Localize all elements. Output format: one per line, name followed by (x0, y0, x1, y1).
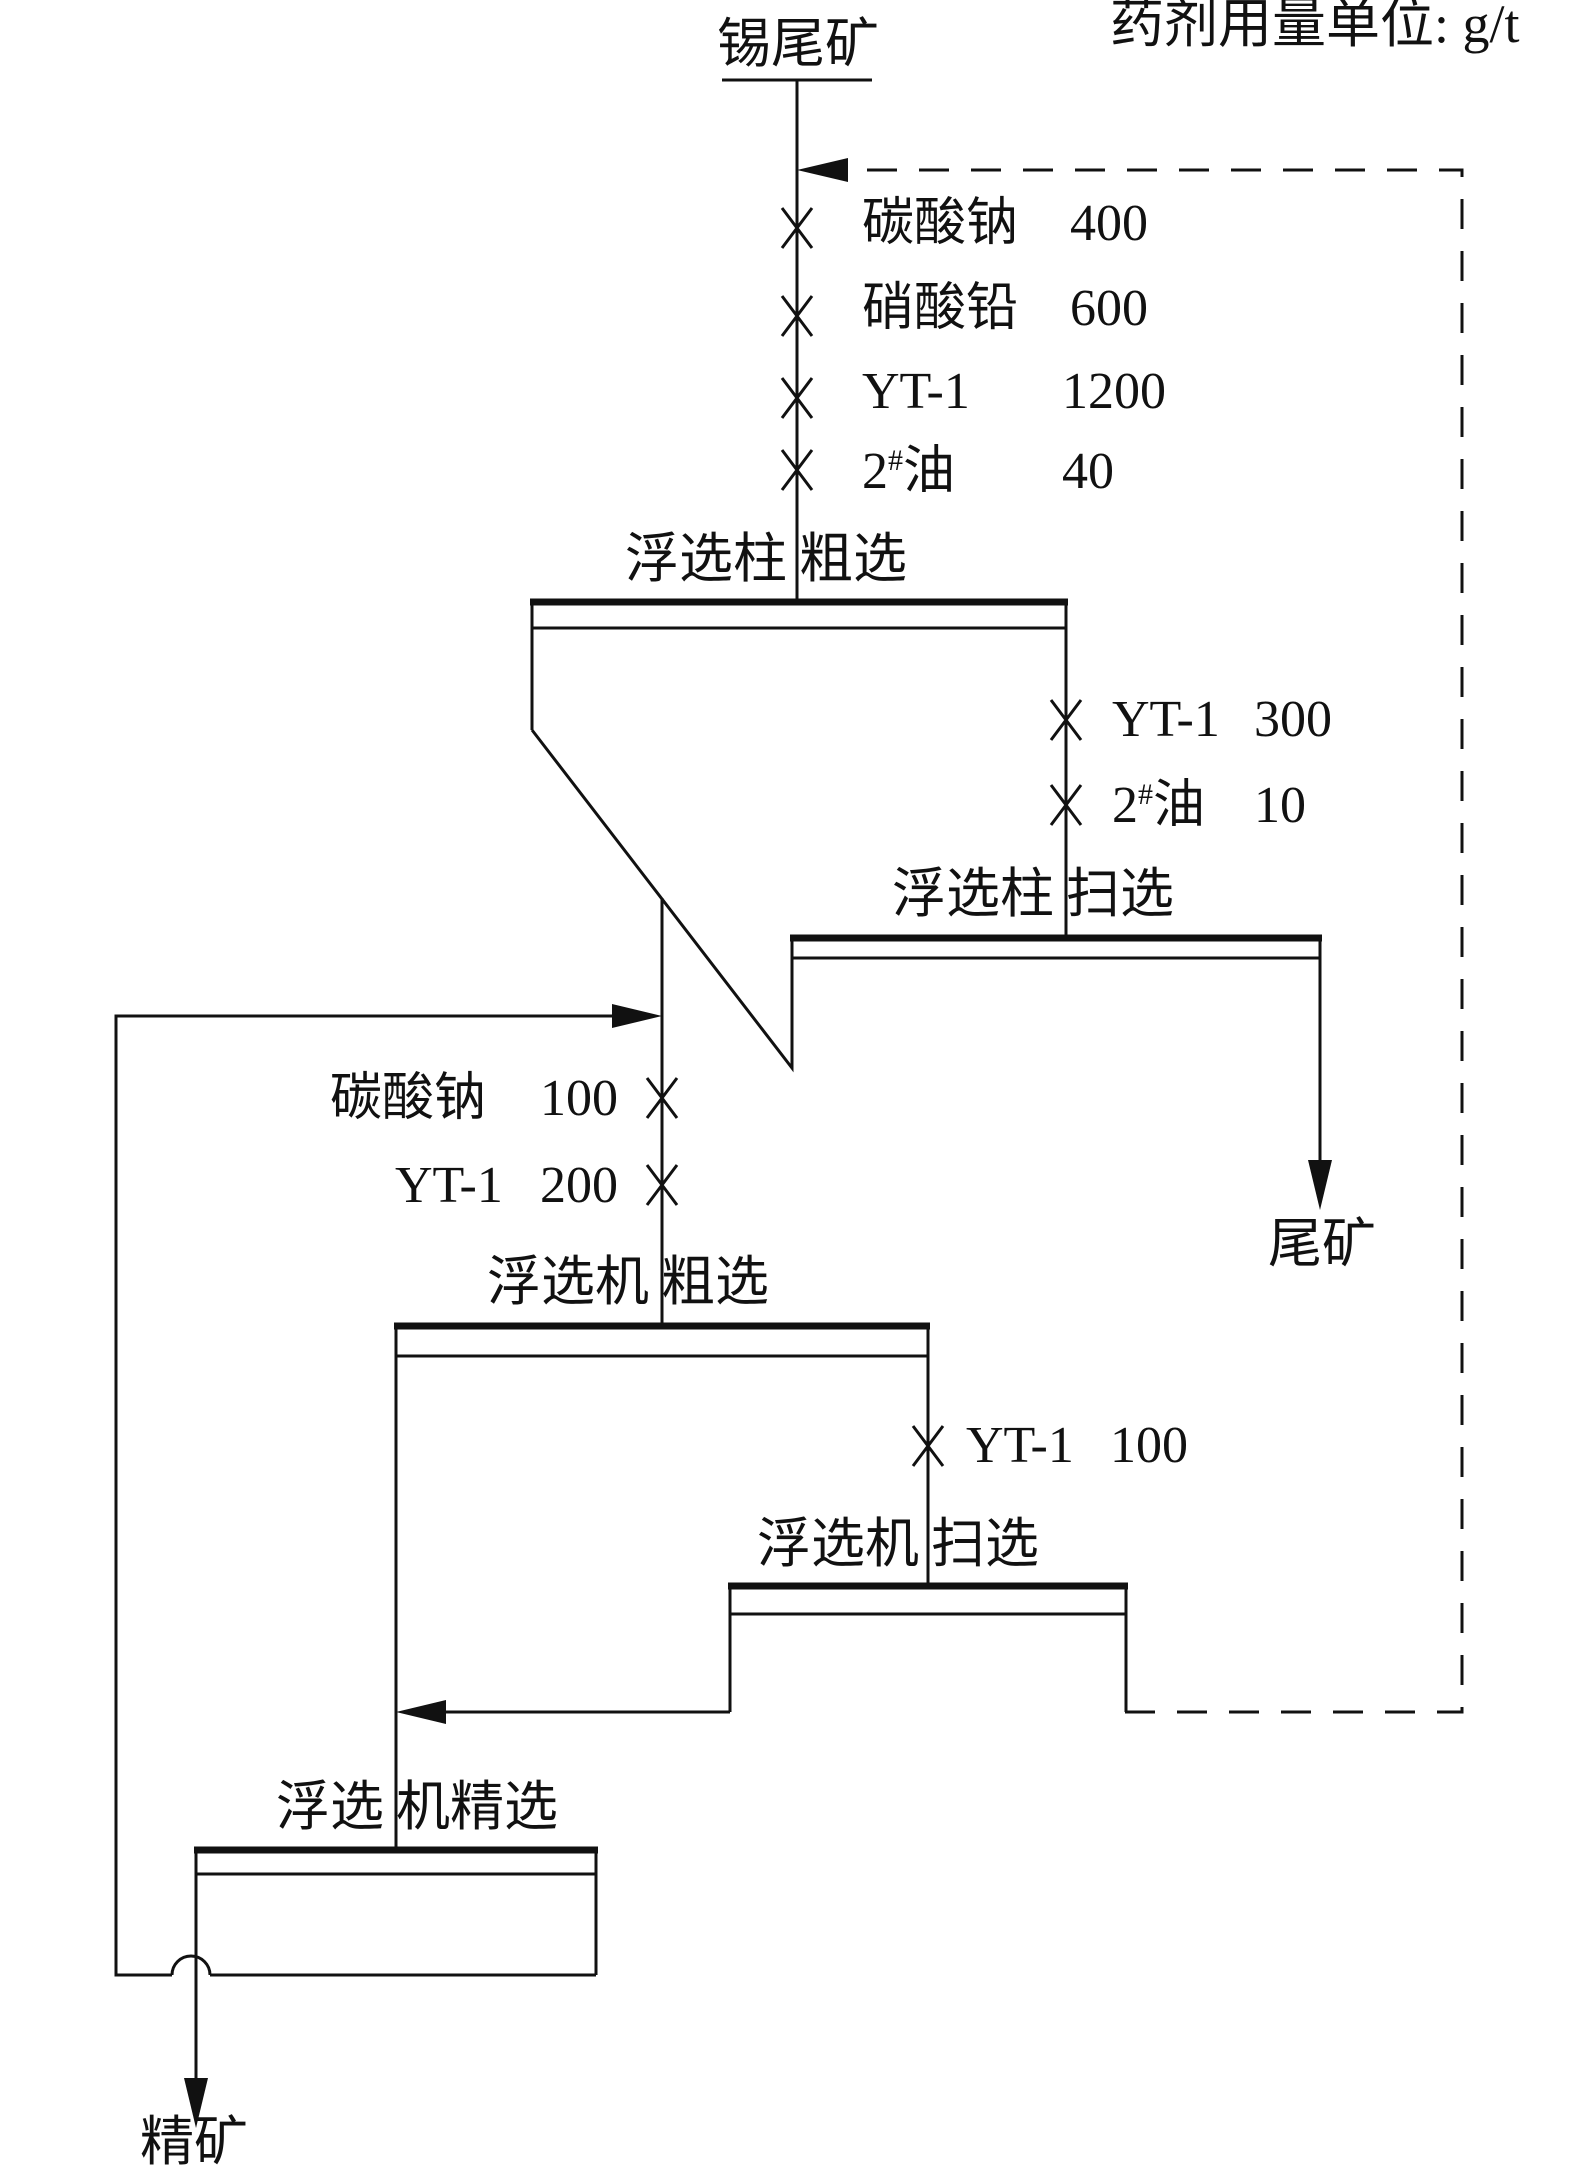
column-rougher-reagent-crosses (780, 207, 814, 491)
reagent-name: 碳酸钠 (330, 1070, 486, 1127)
reagent-name-base: 2 (862, 443, 888, 500)
cell-scavenger-unit: 浮选机扫选 (396, 1514, 1128, 1724)
reagent-name: 2#油 (1112, 777, 1205, 834)
concentrate-label: 精矿 (140, 2112, 248, 2172)
column-scavenger-reagents: YT-1 300 2#油 10 (1112, 691, 1332, 834)
return-arrowhead (396, 1700, 446, 1724)
recycle-arrowhead (612, 1004, 662, 1028)
cell-scavenger-reagent-crosses (911, 1425, 945, 1467)
unit-note: 药剂用量单位: g/t (1110, 0, 1520, 54)
cell-cleaner-unit: 浮选机精选 (170, 1777, 598, 1977)
line-crossover-hop (170, 1954, 212, 1976)
column-scavenger-unit: 浮选柱扫选 (790, 864, 1332, 1210)
reagent-dose: 10 (1254, 777, 1306, 834)
reagent-dose: 100 (1110, 1417, 1188, 1474)
stage-label: 浮选机精选 (276, 1777, 558, 1837)
feed-label: 锡尾矿 (717, 14, 879, 74)
reagent-dose: 200 (540, 1157, 618, 1214)
reagent-dose: 600 (1070, 280, 1148, 337)
reagent-name: YT-1 (395, 1157, 503, 1214)
recycle-arrowhead (797, 158, 848, 182)
cell-rougher-unit: 浮选机粗选 (394, 1252, 930, 1850)
column-rougher-unit: 浮选柱粗选 (530, 529, 1068, 1073)
cleaner-recycle-path (114, 1004, 662, 1977)
reagent-name: YT-1 (862, 363, 970, 420)
reagent-name-sup: # (1138, 778, 1153, 811)
reagent-name: 硝酸铅 (862, 280, 1018, 337)
reagent-dose: 300 (1254, 691, 1332, 748)
reagent-name-suffix: 油 (903, 443, 955, 500)
column-scavenger-reagent-crosses (1049, 699, 1083, 826)
reagent-dose: 1200 (1062, 363, 1166, 420)
reagent-name-base: 2 (1112, 777, 1138, 834)
recycle-dashed-path (797, 158, 1464, 1714)
stage-label: 浮选柱粗选 (625, 529, 907, 589)
tailings-label: 尾矿 (1268, 1214, 1376, 1274)
cell-rougher-reagents: 碳酸钠 100 YT-1 200 (330, 1070, 618, 1214)
reagent-name: 碳酸钠 (862, 195, 1018, 252)
reagent-name-sup: # (888, 444, 903, 477)
stage-label: 浮选机粗选 (487, 1252, 769, 1312)
column-rougher-reagents: 碳酸钠 400 硝酸铅 600 YT-1 1200 2#油 40 (862, 195, 1166, 500)
cell-rougher-reagent-crosses (645, 1077, 679, 1206)
cell-scavenger-reagents: YT-1 100 (966, 1417, 1188, 1474)
reagent-name-suffix: 油 (1153, 777, 1205, 834)
reagent-dose: 100 (540, 1070, 618, 1127)
tailings-arrowhead (1308, 1160, 1332, 1210)
reagent-name: 2#油 (862, 443, 955, 500)
reagent-name: YT-1 (966, 1417, 1074, 1474)
reagent-dose: 40 (1062, 443, 1114, 500)
stage-label: 浮选机扫选 (757, 1514, 1039, 1574)
reagent-name: YT-1 (1112, 691, 1220, 748)
reagent-dose: 400 (1070, 195, 1148, 252)
concentrate-output (184, 1975, 208, 2128)
stage-label: 浮选柱扫选 (892, 864, 1174, 924)
feed-node: 锡尾矿 (717, 14, 879, 602)
concentrate-arrowhead (184, 2078, 208, 2128)
